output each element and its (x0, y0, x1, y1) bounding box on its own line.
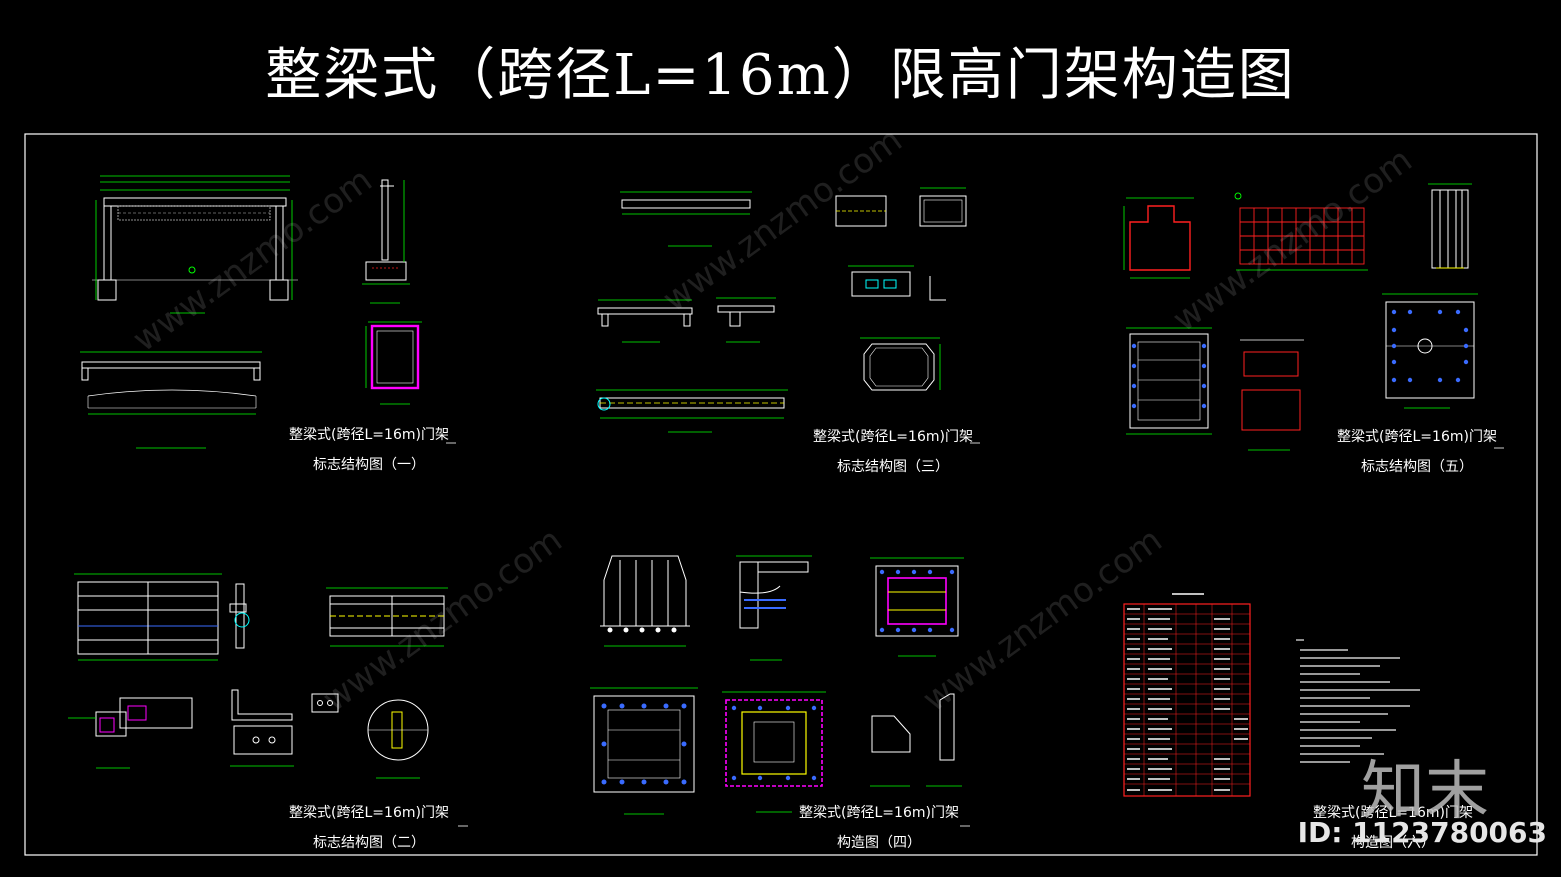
section-a-a (365, 321, 422, 405)
sheet-title-line2: 构造图（六） (1351, 835, 1435, 851)
crossbeam-top (620, 191, 752, 247)
beam-column-joint (736, 555, 812, 661)
sign-panel-grid (1234, 192, 1368, 271)
sheet-title-4: 整梁式(跨径L=16m)门架 构造图（四） (784, 798, 974, 858)
sheet-title-2: 整梁式(跨径L=16m)门架 标志结构图（二） (274, 798, 464, 858)
section-b-b (68, 697, 193, 769)
drawing-title: 整梁式（跨径L=16m）限高门架构造图 (265, 43, 1296, 108)
base-plate-c-c (590, 687, 698, 815)
sheet-4-drawings (590, 555, 964, 815)
sheet-title-line1: 整梁式(跨径L=16m)门架 (1313, 805, 1473, 821)
sheet-1-drawings (80, 175, 422, 449)
base-plate-d-d (722, 691, 826, 813)
clamp-detail (367, 699, 429, 779)
sheet-title-line2: 标志结构图（五） (1361, 459, 1473, 475)
support-frame (1428, 183, 1472, 269)
sheet-title-line2: 标志结构图（三） (837, 459, 949, 475)
sheet-3-drawings (596, 187, 967, 433)
stiffener-details (870, 693, 962, 787)
sign-board-side (229, 583, 250, 649)
sheet-title-line2: 标志结构图（一） (313, 457, 425, 473)
design-notes (1296, 639, 1420, 763)
sheet-title-line1: 整梁式(跨径L=16m)门架 (1337, 429, 1497, 445)
red-detail-panels (1240, 339, 1304, 451)
sheet-title-1: 整梁式(跨径L=16m)门架 标志结构图（一） (274, 420, 464, 480)
watermark-id: ID: 1123780063 (1297, 816, 1547, 849)
sign-board-rail (326, 587, 448, 647)
sheet-title-line2: 标志结构图（二） (313, 835, 425, 851)
sign-board-front (74, 573, 222, 661)
sheet-title-line1: 整梁式(跨径L=16m)门架 (289, 805, 449, 821)
gantry-elevation (92, 175, 298, 314)
beam-elevation (80, 351, 262, 449)
column-base-elevation (600, 555, 690, 647)
sheet-title-line1: 整梁式(跨径L=16m)门架 (813, 429, 973, 445)
sheet-title-5: 整梁式(跨径L=16m)门架 标志结构图（五） (1322, 422, 1512, 482)
drawing-frame (24, 133, 1538, 856)
material-table (1123, 593, 1251, 797)
sheet-title-line1: 整梁式(跨径L=16m)门架 (289, 427, 449, 443)
sheet-title-3: 整梁式(跨径L=16m)门架 标志结构图（三） (798, 422, 988, 482)
flange-plate-c-c (870, 557, 964, 657)
sheet-6-drawings (1123, 593, 1420, 797)
column-side-view (362, 179, 410, 304)
sign-panel-outline (1123, 197, 1194, 279)
sheet-title-6: 整梁式(跨径L=16m)门架 构造图（六） (1298, 798, 1488, 858)
sheet-title-line2: 构造图（四） (837, 835, 921, 851)
sheet-title-line1: 整梁式(跨径L=16m)门架 (799, 805, 959, 821)
main-beam-plan (596, 389, 788, 433)
base-plate-plan (1382, 293, 1478, 409)
sheet-5-drawings (1123, 183, 1478, 451)
bolted-frame-plan (1126, 327, 1212, 435)
bracket-detail (230, 689, 339, 767)
sheet-title-ticks (446, 442, 1504, 827)
crossbeam-segments (597, 297, 776, 343)
box-details (835, 187, 967, 391)
sheet-2-drawings (68, 573, 448, 779)
watermark-logo: 知末 (1361, 755, 1489, 829)
